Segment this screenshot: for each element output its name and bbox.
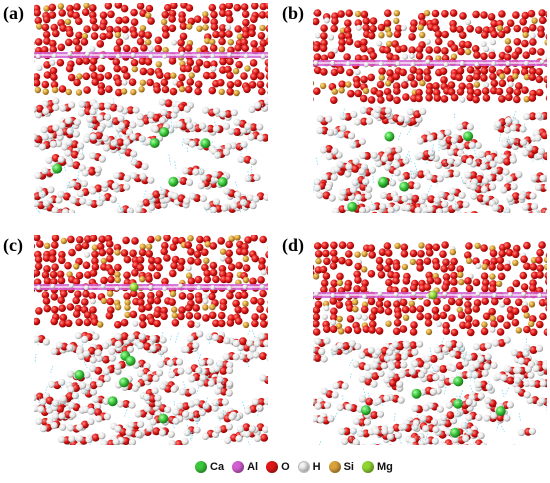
snapshot-panel-d — [313, 235, 547, 445]
panel-label-b: (b) — [282, 3, 304, 23]
atoms — [34, 3, 268, 213]
h-atom-icon — [297, 461, 310, 473]
legend-label-h: H — [312, 461, 321, 473]
panel-label-a: (a) — [3, 3, 24, 23]
al-atom-icon — [232, 461, 245, 473]
legend-label-mg: Mg — [376, 461, 393, 473]
legend-item-ca: Ca — [195, 461, 224, 473]
legend-item-h: H — [297, 461, 321, 473]
snapshot-panel-b — [313, 3, 547, 213]
legend-label-ca: Ca — [210, 461, 225, 473]
legend-item-o: O — [266, 461, 290, 473]
legend-label-o: O — [281, 461, 290, 473]
o-atom-icon — [266, 461, 279, 473]
panel-label-d: (d) — [282, 235, 304, 255]
molecular-render-c — [34, 235, 268, 445]
snapshot-panel-c — [34, 235, 268, 445]
legend-item-mg: Mg — [361, 461, 393, 473]
si-atom-icon — [328, 461, 341, 473]
atoms — [34, 235, 268, 445]
mg-atom-icon — [361, 461, 374, 473]
atoms — [313, 9, 547, 213]
legend-item-si: Si — [328, 461, 354, 473]
molecular-render-b — [313, 9, 547, 213]
molecular-render-d — [313, 241, 547, 445]
legend-label-al: Al — [247, 461, 259, 473]
ca-atom-icon — [195, 461, 207, 473]
legend-item-al: Al — [232, 461, 258, 473]
atoms — [313, 241, 547, 445]
panel-label-c: (c) — [3, 235, 23, 255]
legend-label-si: Si — [343, 461, 354, 473]
atom-legend: Ca Al O H Si Mg — [195, 457, 401, 477]
molecular-render-a — [34, 3, 268, 213]
snapshot-panel-a — [34, 3, 268, 213]
